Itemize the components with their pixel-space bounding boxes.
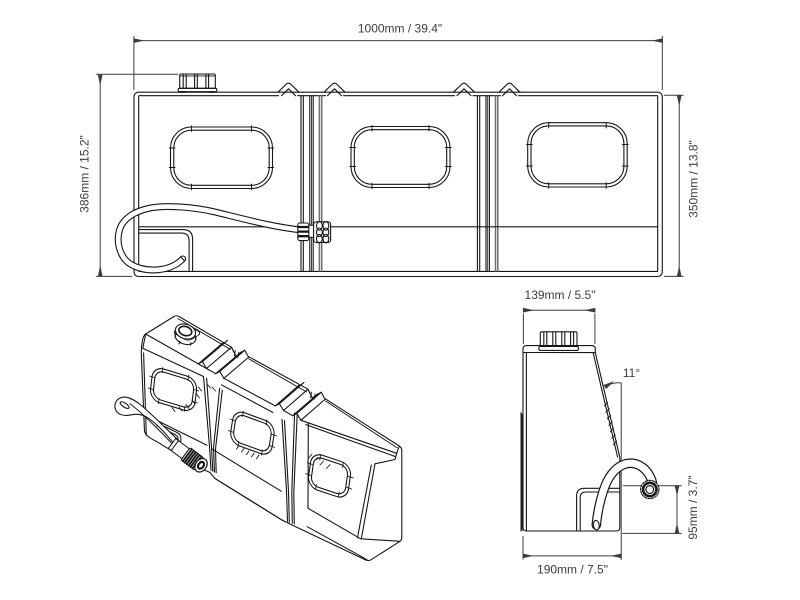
svg-text:11°: 11° (623, 366, 640, 380)
svg-text:1000mm / 39.4": 1000mm / 39.4" (358, 22, 442, 36)
svg-text:386mm / 15.2": 386mm / 15.2" (78, 135, 92, 213)
svg-text:95mm / 3.7": 95mm / 3.7" (686, 475, 700, 539)
svg-text:190mm / 7.5": 190mm / 7.5" (537, 563, 608, 577)
svg-text:350mm / 13.8": 350mm / 13.8" (687, 140, 701, 218)
svg-text:139mm / 5.5": 139mm / 5.5" (525, 288, 596, 302)
